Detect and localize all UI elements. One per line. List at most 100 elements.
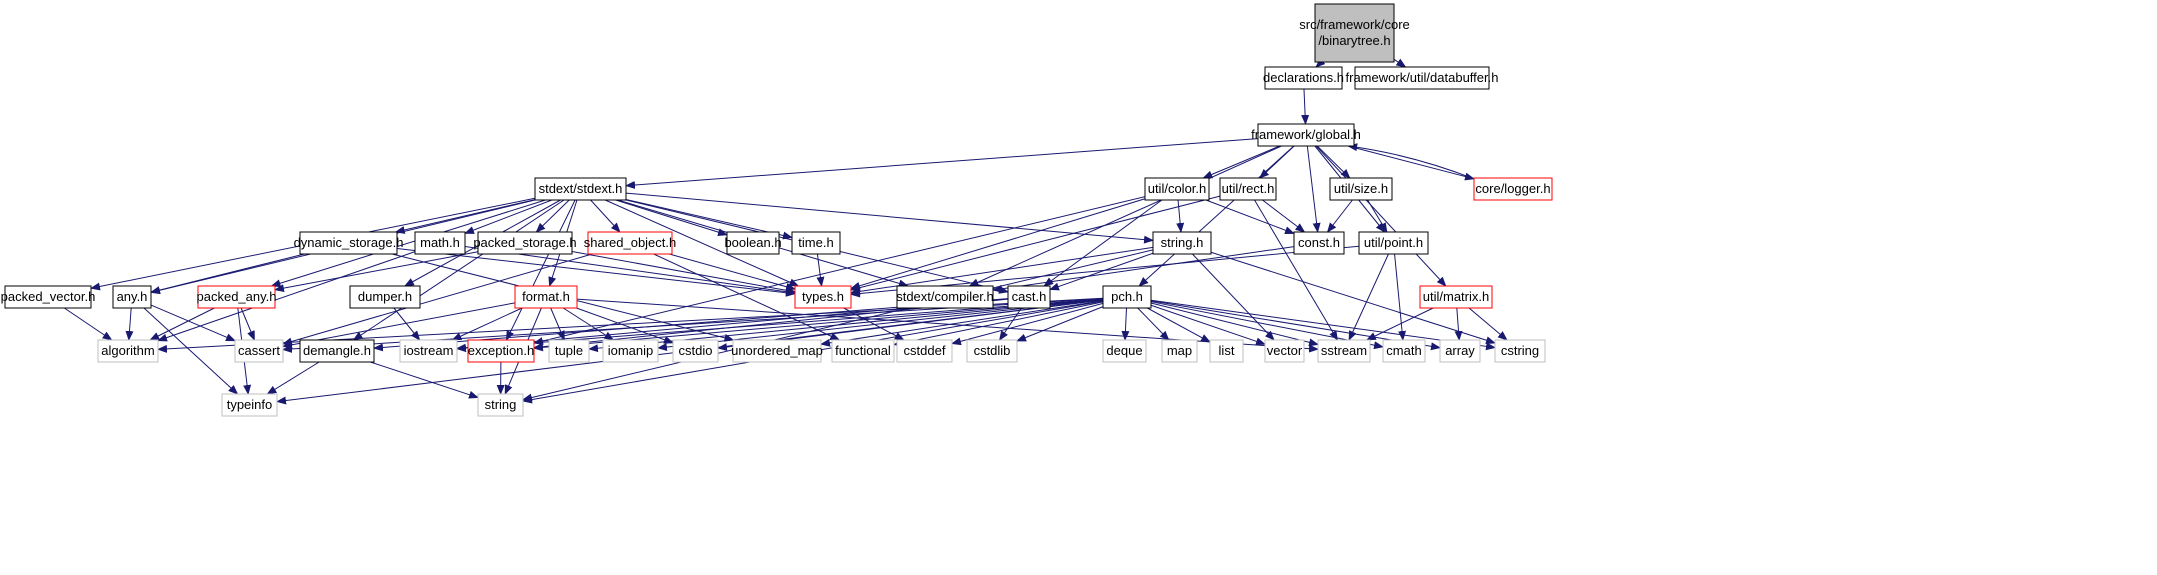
edge-line — [653, 253, 841, 341]
node-label: exception.h — [468, 343, 535, 358]
node-vector: vector — [1264, 339, 1305, 363]
node-label: list — [1219, 343, 1235, 358]
edge-line — [1348, 253, 1389, 341]
edge-line — [505, 199, 576, 341]
node-types[interactable]: types.h — [794, 285, 852, 309]
node-point[interactable]: util/point.h — [1358, 231, 1429, 255]
node-dynstorage[interactable]: dynamic_storage.h — [294, 231, 404, 255]
node-cast[interactable]: cast.h — [1007, 285, 1051, 309]
edge-global-to-logger — [1348, 145, 1475, 181]
edge-line — [669, 253, 796, 291]
edge-rect-to-const — [1262, 199, 1306, 233]
node-box — [234, 339, 284, 363]
node-label: time.h — [798, 235, 833, 250]
edge-line — [1043, 199, 1163, 287]
edge-line — [282, 253, 593, 346]
node-box — [966, 339, 1018, 363]
node-packedvector[interactable]: packed_vector.h — [1, 285, 96, 309]
node-box — [1007, 285, 1051, 309]
edge-stdext-to-mathh — [464, 199, 553, 234]
node-box — [414, 231, 466, 255]
edge-sharedobj-to-cassert — [282, 253, 593, 346]
edge-any-to-cassert — [150, 304, 236, 342]
node-time[interactable]: time.h — [791, 231, 841, 255]
node-databuffer[interactable]: framework/util/databuffer.h — [1346, 66, 1499, 90]
node-string_h[interactable]: string.h — [1152, 231, 1212, 255]
edge-line — [533, 196, 1146, 345]
node-compiler[interactable]: stdext/compiler.h — [896, 285, 994, 309]
edge-stdext-to-demangle — [352, 199, 565, 341]
node-any[interactable]: any.h — [112, 285, 152, 309]
node-exception[interactable]: exception.h — [467, 339, 535, 363]
edge-line — [150, 253, 305, 294]
node-box — [467, 339, 535, 363]
node-box — [1382, 339, 1426, 363]
edge-line — [1210, 251, 1496, 345]
node-label: cast.h — [1012, 289, 1047, 304]
node-cstdio: cstdio — [672, 339, 719, 363]
node-label: string — [485, 397, 517, 412]
node-box — [1264, 339, 1305, 363]
node-box — [221, 393, 278, 417]
edge-line — [1254, 199, 1338, 341]
node-box — [1439, 339, 1481, 363]
node-boolean[interactable]: boolean.h — [724, 231, 782, 255]
node-global[interactable]: framework/global.h — [1251, 123, 1361, 147]
edge-line — [393, 307, 421, 341]
edge-global-to-color — [1202, 145, 1280, 179]
node-box — [548, 339, 590, 363]
node-box — [1209, 339, 1244, 363]
edge-line — [1138, 145, 1295, 287]
edge-any-to-algorithm — [125, 307, 134, 341]
node-label: dynamic_storage.h — [294, 235, 404, 250]
node-box — [672, 339, 719, 363]
edge-color-to-const — [1205, 199, 1295, 235]
node-packedstorage[interactable]: packed_storage.h — [473, 231, 577, 255]
edge-string_h-to-types — [850, 246, 1154, 296]
node-list: list — [1209, 339, 1244, 363]
node-matrix[interactable]: util/matrix.h — [1419, 285, 1493, 309]
edge-stdext-to-string_h — [625, 192, 1154, 244]
edge-line — [270, 199, 546, 288]
node-const[interactable]: const.h — [1293, 231, 1345, 255]
node-format[interactable]: format.h — [514, 285, 578, 309]
node-label: boolean.h — [724, 235, 781, 250]
edge-dumper-to-iostream — [393, 307, 421, 341]
node-label: functional — [835, 343, 891, 358]
node-demangle[interactable]: demangle.h — [299, 339, 375, 363]
node-logger[interactable]: core/logger.h — [1473, 177, 1553, 201]
edge-line — [1348, 145, 1475, 181]
node-map: map — [1161, 339, 1198, 363]
edge-string_h-to-cstring — [1210, 251, 1496, 345]
node-color[interactable]: util/color.h — [1144, 177, 1210, 201]
edge-line — [1049, 252, 1154, 291]
node-rect[interactable]: util/rect.h — [1219, 177, 1277, 201]
node-mathh[interactable]: math.h — [414, 231, 466, 255]
edge-global-to-size — [1316, 145, 1351, 179]
node-box — [349, 285, 421, 309]
edge-logger-to-global — [1347, 143, 1475, 180]
node-dumper[interactable]: dumper.h — [349, 285, 421, 309]
node-label: cstdio — [679, 343, 713, 358]
node-box — [534, 177, 627, 201]
node-sharedobj[interactable]: shared_object.h — [584, 231, 677, 255]
node-stdext[interactable]: stdext/stdext.h — [534, 177, 627, 201]
edge-time-to-types — [816, 253, 825, 287]
edge-global-to-pch — [1138, 145, 1295, 287]
node-pch[interactable]: pch.h — [1102, 285, 1152, 309]
edge-line — [394, 199, 536, 234]
edge-line — [992, 246, 1295, 293]
edge-line — [1326, 199, 1353, 233]
node-deque: deque — [1102, 339, 1147, 363]
node-box — [732, 339, 822, 363]
node-label: util/matrix.h — [1423, 289, 1489, 304]
node-packedany[interactable]: packed_any.h — [197, 285, 277, 309]
node-iomanip: iomanip — [602, 339, 659, 363]
node-sstream: sstream — [1317, 339, 1371, 363]
node-box — [1419, 285, 1493, 309]
node-size[interactable]: util/size.h — [1329, 177, 1393, 201]
node-cstdlib: cstdlib — [966, 339, 1018, 363]
node-declarations[interactable]: declarations.h — [1263, 66, 1344, 90]
node-label: any.h — [117, 289, 148, 304]
edge-line — [157, 251, 416, 342]
